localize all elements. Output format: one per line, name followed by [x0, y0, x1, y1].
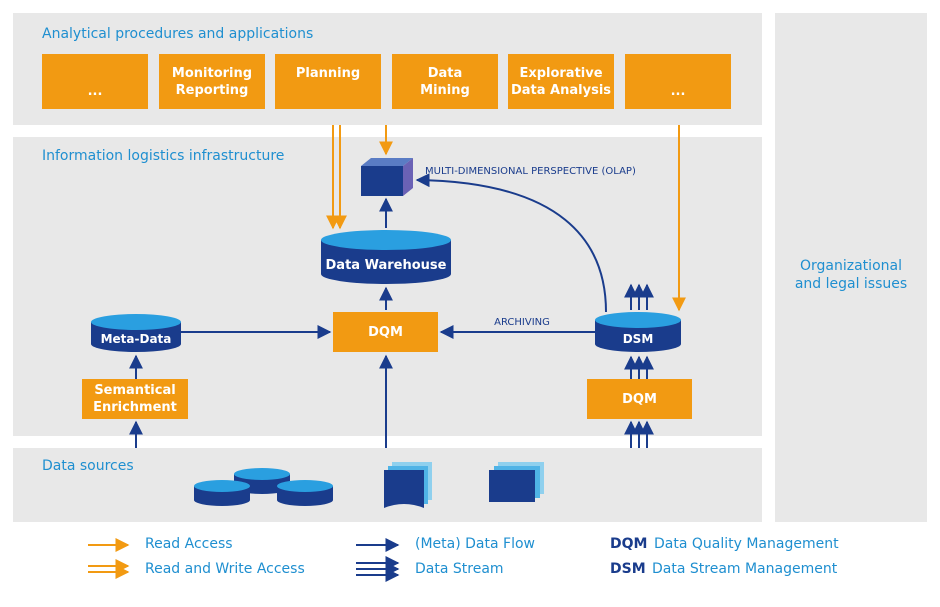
- data-warehouse-cylinder-icon: [321, 230, 451, 284]
- legend-read-write-access: Read and Write Access: [145, 561, 305, 577]
- infrastructure-title: Information logistics infrastructure: [42, 148, 285, 164]
- organizational-panel: [775, 13, 927, 522]
- read-write-arrow: [326, 125, 347, 230]
- application-label: Data Mining: [420, 65, 470, 98]
- application-box-monitoring: Monitoring Reporting: [159, 54, 265, 109]
- application-label: Planning: [295, 66, 361, 81]
- dqm-right-box: DQM: [587, 379, 692, 419]
- legend-dsm-full: Data Stream Management: [652, 561, 838, 577]
- dsm-cylinder-icon: [595, 312, 681, 352]
- application-box-planning: Planning: [275, 54, 381, 109]
- stream-arrows-sources-to-dqm: [624, 420, 654, 448]
- meta-data-cylinder-icon: [91, 314, 181, 352]
- legend-read-write-arrow: [88, 559, 130, 579]
- stream-arrows-dsm-out: [624, 283, 654, 310]
- organizational-label: Organizational and legal issues: [794, 258, 908, 292]
- legend-data-stream: Data Stream: [415, 561, 504, 577]
- flow-arrow-dsm-to-olap: [415, 173, 607, 313]
- data-sources-title: Data sources: [42, 458, 134, 474]
- application-label: Explorative Data Analysis: [510, 65, 612, 98]
- meta-data-label: Meta-Data: [101, 332, 172, 346]
- application-box-data-mining: Data Mining: [392, 54, 498, 109]
- legend-read-access: Read Access: [145, 536, 233, 552]
- stream-sheets-icon: [489, 462, 544, 502]
- dqm-right-label: DQM: [622, 391, 657, 407]
- dsm-label: DSM: [623, 332, 654, 346]
- stream-arrows-dqm-to-dsm: [624, 355, 654, 379]
- dqm-center-label: DQM: [368, 324, 403, 340]
- legend-stream-arrow: [356, 556, 400, 582]
- application-box-explorative: Explorative Data Analysis: [508, 54, 614, 109]
- database-cluster-icon: [194, 468, 333, 506]
- olap-label: MULTI-DIMENSIONAL PERSPECTIVE (OLAP): [425, 166, 636, 177]
- application-box-ellipsis-left: ...: [42, 54, 148, 109]
- dqm-center-box: DQM: [333, 312, 438, 352]
- olap-cube-icon: [361, 158, 413, 196]
- archiving-label: ARCHIVING: [494, 317, 550, 328]
- application-label: ...: [87, 84, 103, 99]
- application-label: ...: [670, 84, 686, 99]
- legend-dqm-full: Data Quality Management: [654, 536, 839, 552]
- application-label: Monitoring Reporting: [171, 65, 253, 98]
- documents-stack-icon: [384, 462, 432, 508]
- application-box-ellipsis-right: ...: [625, 54, 731, 109]
- legend-dqm-abbr: DQM: [610, 536, 648, 552]
- applications-title: Analytical procedures and applications: [42, 26, 314, 42]
- semantical-enrichment-label: Semantical Enrichment: [93, 383, 177, 415]
- data-warehouse-label: Data Warehouse: [326, 258, 447, 273]
- legend-data-flow: (Meta) Data Flow: [415, 536, 535, 552]
- legend-dsm-abbr: DSM: [610, 561, 646, 577]
- semantical-enrichment-box: Semantical Enrichment: [82, 379, 188, 419]
